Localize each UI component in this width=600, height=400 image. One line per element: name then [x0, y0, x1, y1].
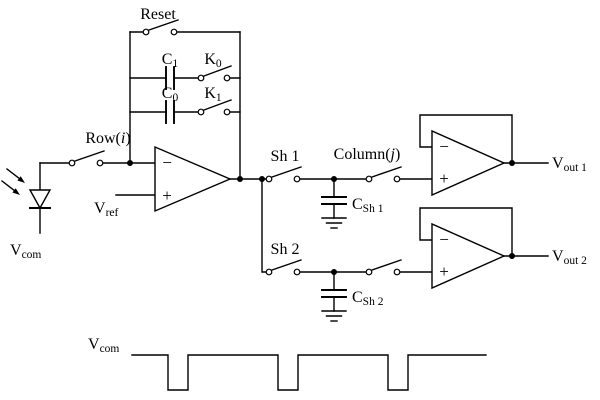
c1-label: C1: [162, 51, 179, 70]
csh2-label: CSh 2: [352, 289, 384, 308]
switch-lever: [148, 19, 179, 31]
switch-contact: [142, 28, 150, 36]
switch-contact: [265, 175, 273, 183]
vout2-label: Vout 2: [552, 248, 587, 267]
switch-contact: [265, 268, 273, 276]
ground-symbol: [321, 310, 347, 322]
switch-contact: [365, 268, 373, 276]
integrator-feedback-network: Reset C1 K0: [129, 6, 241, 180]
switch-contact: [223, 108, 231, 116]
switch-lever: [203, 99, 232, 111]
switch-k0: [197, 65, 232, 82]
ground-symbol: [321, 217, 347, 229]
capacitor-c0: [165, 100, 175, 124]
switch-contact: [96, 159, 104, 167]
vcom-label: Vcom: [10, 242, 41, 261]
switch-contact: [293, 268, 301, 276]
vref-label: Vref: [94, 200, 118, 219]
switch-contact: [170, 28, 178, 36]
switch-contact: [68, 159, 76, 167]
switch-lever: [271, 166, 302, 178]
switch-column-2: [365, 259, 402, 276]
light-arrow: [6, 168, 25, 183]
switch-lever: [203, 65, 232, 77]
switch-lever: [74, 150, 105, 162]
c1-k0-branch: C1 K0: [129, 51, 241, 90]
junction-dot: [237, 176, 243, 182]
row-label: Row(i): [85, 130, 130, 147]
c0-k1-branch: C0 K1: [129, 85, 241, 124]
csh1-label: CSh 1: [352, 196, 384, 215]
sh2-label: Sh 2: [271, 241, 300, 258]
switch-k1: [197, 99, 232, 116]
capacitor-csh1: [321, 178, 347, 229]
switch-lever: [371, 259, 402, 271]
photodiode: [28, 162, 52, 234]
plus-sign: +: [439, 169, 449, 188]
light-arrow: [1, 180, 20, 195]
switch-contact: [365, 175, 373, 183]
switch-contact: [197, 108, 205, 116]
switch-contact: [223, 74, 231, 82]
arrow-shaft: [6, 168, 21, 180]
switch-column-1: [365, 166, 402, 183]
capacitor-c1: [165, 66, 175, 90]
opamp-triangle: [154, 145, 232, 213]
vcom-timing-label: Vcom: [88, 336, 119, 355]
opamp-triangle: [431, 129, 506, 197]
input-stage: Vcom Row(i) Vref: [1, 130, 156, 261]
switch-contact: [293, 175, 301, 183]
reset-branch: Reset: [129, 6, 241, 36]
waveform-trace: [131, 354, 487, 391]
buffer-opamp-1: − + Vout 1: [419, 114, 587, 197]
switch-contact: [393, 268, 401, 276]
row-switch: [68, 150, 105, 167]
vout1-label: Vout 1: [552, 155, 587, 174]
minus-sign: −: [439, 230, 449, 249]
switch-lever: [371, 166, 402, 178]
arrow-head: [12, 188, 20, 195]
opamp-triangle: [431, 222, 506, 290]
sample-hold-stage: Sh 1 Column(j) CSh 1 Sh 2: [229, 146, 433, 322]
plus-sign: +: [162, 186, 172, 205]
capacitor-csh2: [321, 271, 347, 322]
integrator-opamp: − +: [154, 145, 232, 213]
junction-dot: [509, 160, 515, 166]
junction-dot: [509, 253, 515, 259]
diode-triangle: [28, 189, 52, 210]
switch-contact: [393, 175, 401, 183]
minus-sign: −: [439, 137, 449, 156]
c0-label: C0: [162, 85, 179, 104]
k1-label: K1: [204, 85, 222, 104]
switch-sh2: [265, 259, 302, 276]
plus-sign: +: [439, 262, 449, 281]
feedback-loop: [419, 114, 513, 164]
feedback-loop: [419, 207, 513, 257]
light-arrows: [1, 168, 25, 195]
switch-lever: [271, 259, 302, 271]
arrow-shaft: [1, 180, 16, 192]
buffer-opamp-2: − + Vout 2: [419, 207, 587, 290]
switch-sh1: [265, 166, 302, 183]
k0-label: K0: [204, 51, 222, 70]
sh1-label: Sh 1: [271, 148, 300, 165]
reset-switch: [142, 19, 179, 36]
switch-contact: [197, 74, 205, 82]
vcom-timing-waveform: Vcom: [88, 336, 487, 391]
junction-dot: [127, 160, 133, 166]
column-label: Column(j): [334, 146, 401, 163]
arrow-head: [17, 176, 25, 183]
sh2-rail: [261, 178, 433, 273]
minus-sign: −: [162, 153, 172, 172]
reset-label: Reset: [140, 6, 176, 23]
